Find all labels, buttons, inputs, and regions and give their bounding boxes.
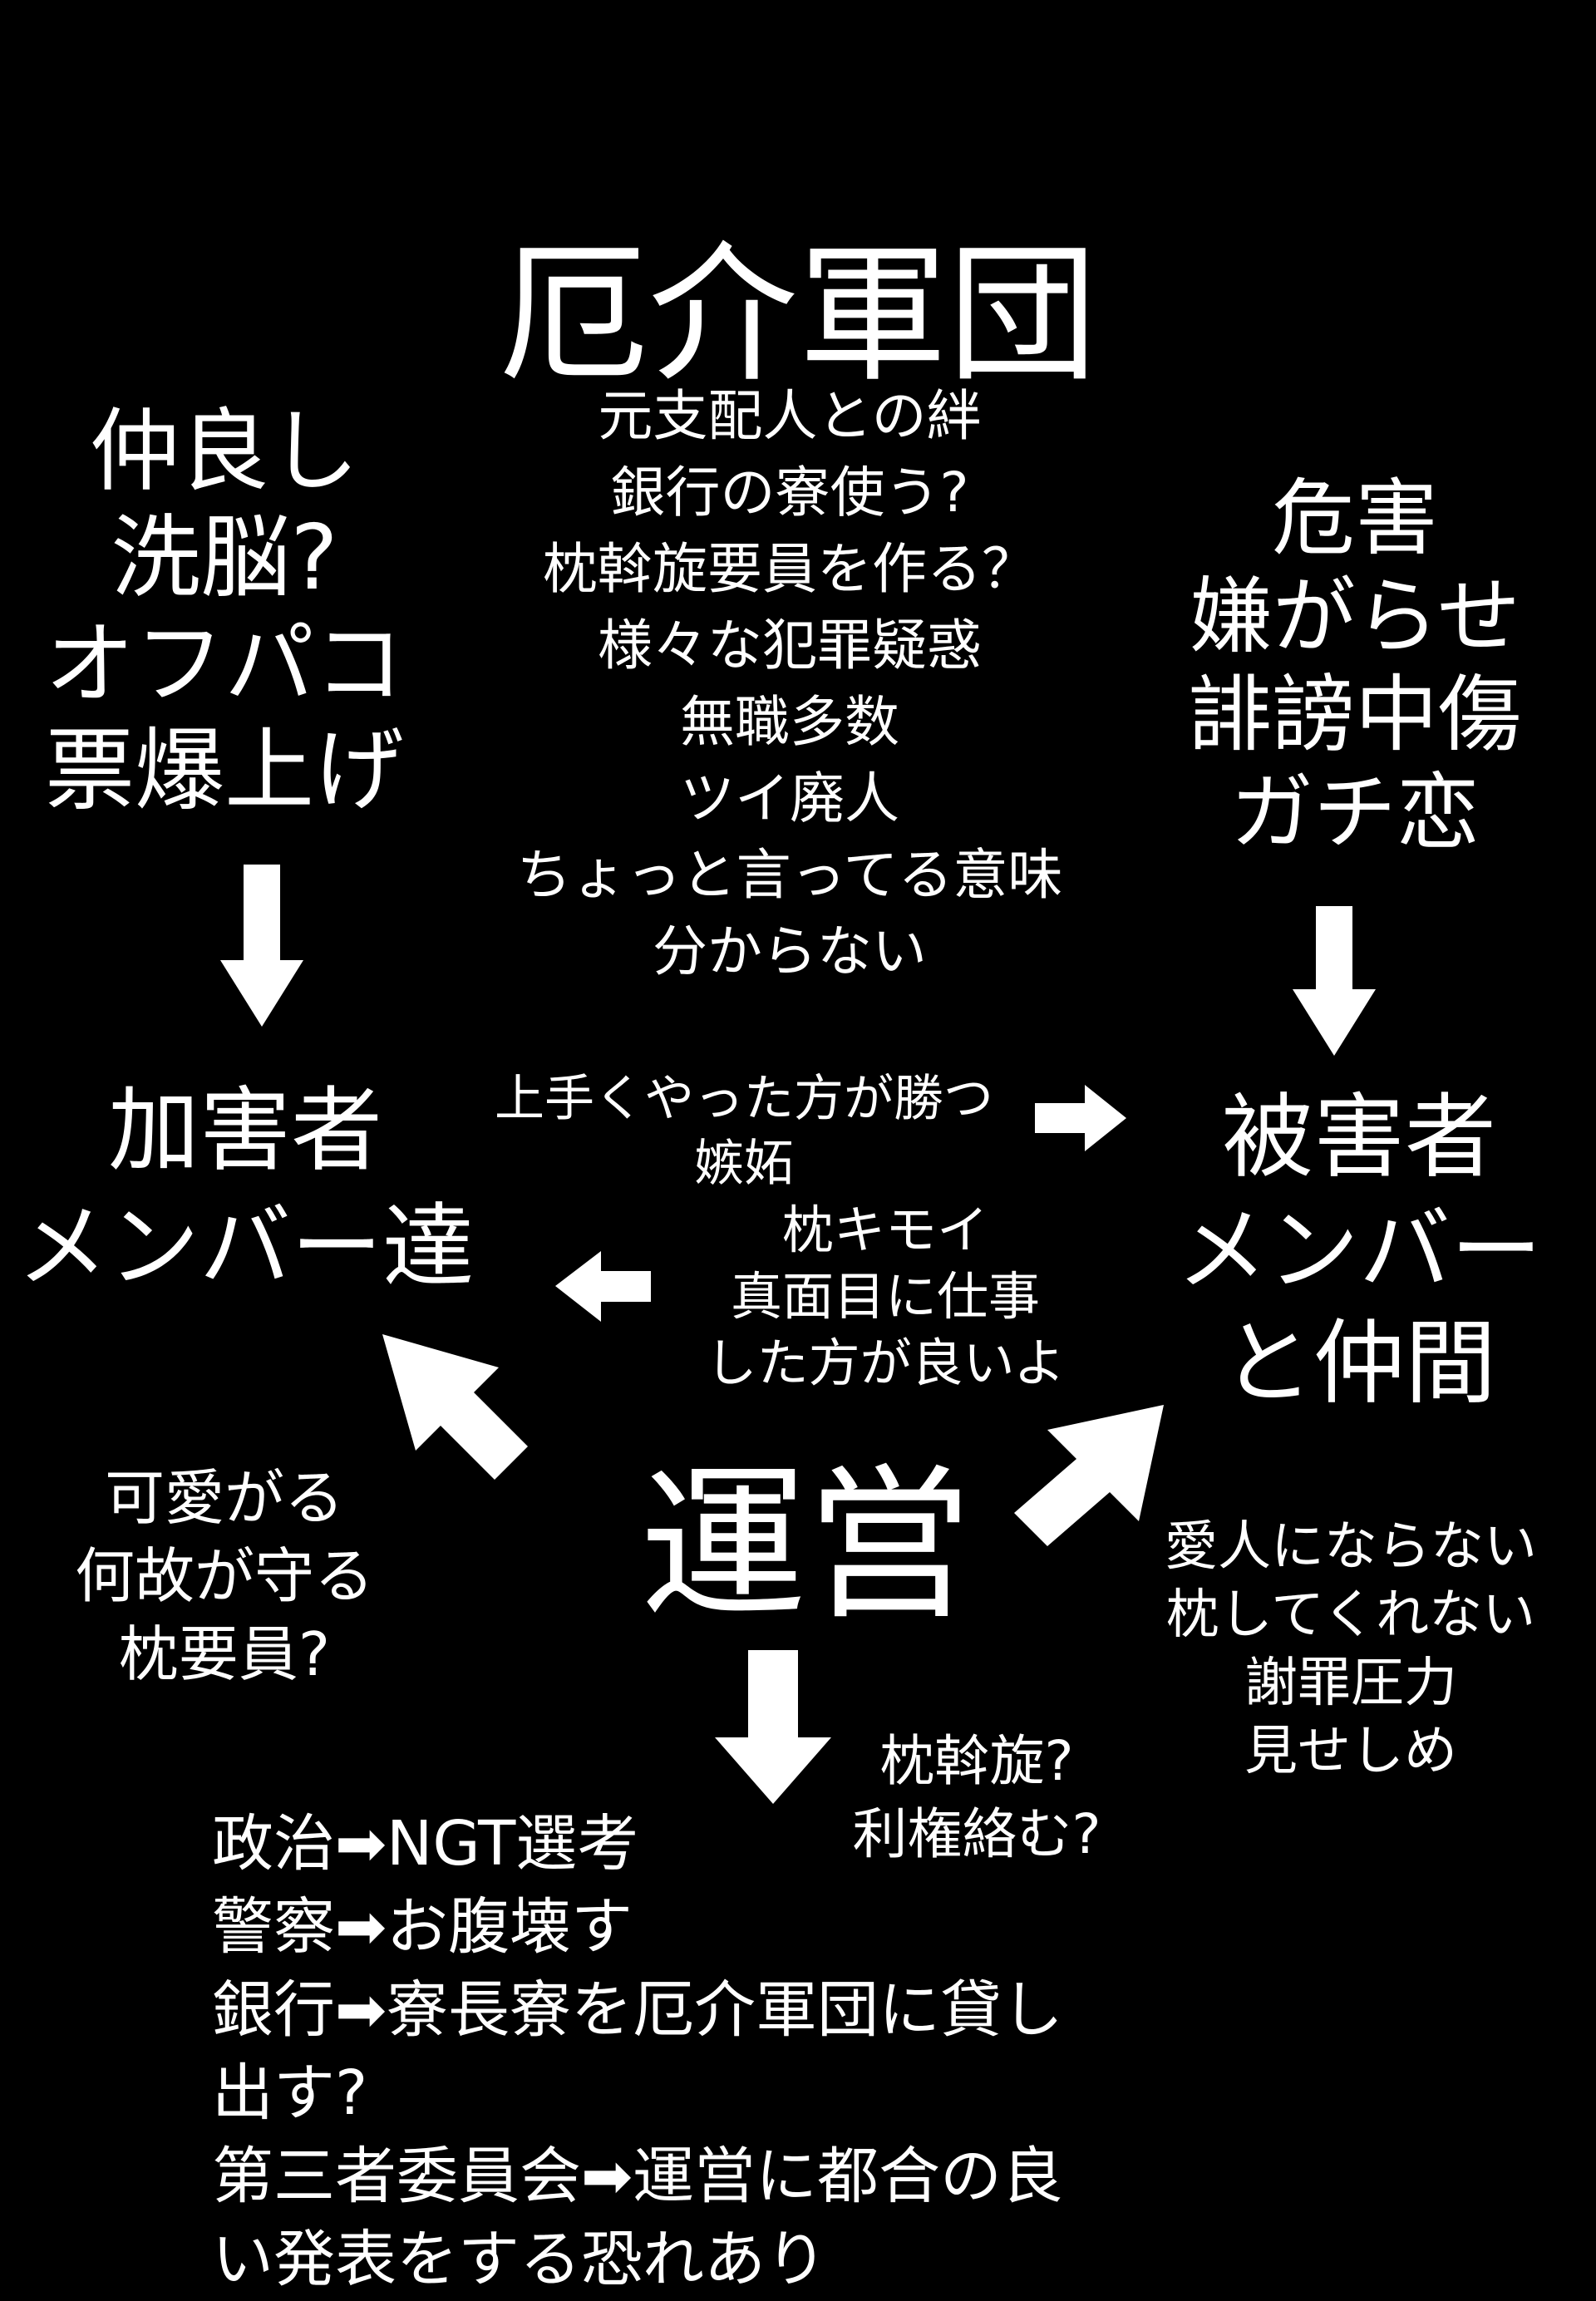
bottom-note: い発表をする恐れあり xyxy=(212,2224,827,2295)
down-arrow-right xyxy=(1293,906,1376,1056)
mgmt-down-note: 枕斡旋? xyxy=(879,1729,1074,1793)
perpetrators-label: 加害者 メンバー達 xyxy=(0,1072,490,1305)
victims-label: 被害者 メンバー と仲間 xyxy=(1164,1081,1554,1420)
perpetrators-line: 加害者 xyxy=(108,1077,382,1184)
right-note: 危害 xyxy=(1272,470,1438,567)
mgmt-right-note: 枕してくれない xyxy=(1165,1584,1536,1646)
up-left-arrow-mgmt xyxy=(382,1334,528,1480)
left-note: 仲良し xyxy=(89,400,359,504)
mgmt-left-note: 何故が守る xyxy=(74,1541,374,1611)
victims-line: と仲間 xyxy=(1222,1310,1496,1417)
right-note: 嫌がらせ xyxy=(1190,568,1520,665)
yakkai-note: 枕斡旋要員を作る？ xyxy=(543,537,1037,601)
mgmt-left-note: 可愛がる xyxy=(104,1463,344,1533)
right-note: 誹謗中傷 xyxy=(1189,666,1521,763)
bottom-note: 銀行➡寮長寮を厄介軍団に貸し xyxy=(212,1974,1064,2046)
diagram-title: 厄介軍団 xyxy=(498,229,1097,402)
management-label: 運営 xyxy=(639,1449,973,1643)
bottom-notes: 政治➡NGT選考 警察➡お腹壊す 銀行➡寮長寮を厄介軍団に貸し 出す? 第三者委… xyxy=(212,1802,1209,2301)
mgmt-down-notes: 枕斡旋? 利権絡む? xyxy=(819,1725,1135,1871)
yakkai-notes: 元支配人との絆 銀行の寮使う? 枕斡旋要員を作る？ 様々な犯罪疑惑 無職多数 ツ… xyxy=(416,378,1164,990)
mgmt-left-notes: 可愛がる 何故が守る 枕要員? xyxy=(25,1459,424,1693)
mgmt-down-note: 利権絡む? xyxy=(852,1802,1101,1866)
mgmt-right-note: 謝罪圧力 xyxy=(1244,1653,1457,1714)
bottom-note: 第三者委員会➡運営に都合の良 xyxy=(212,2141,1064,2212)
victim-to-perp-note: 枕キモイ xyxy=(781,1200,988,1260)
yakkai-note: ちょっと言ってる意味 xyxy=(516,843,1063,907)
yakkai-note: 様々な犯罪疑惑 xyxy=(598,613,982,677)
yakkai-note: 無職多数 xyxy=(680,690,899,754)
down-arrow-mgmt xyxy=(715,1650,831,1804)
mgmt-right-note: 愛人にならない xyxy=(1165,1516,1537,1578)
left-arrow-victims xyxy=(555,1251,651,1322)
victims-line: メンバー xyxy=(1176,1197,1542,1303)
envy-note: 上手くやった方が勝つ xyxy=(495,1070,993,1128)
left-notes: 仲良し 洗脳? オフパコ 票爆上げ xyxy=(17,399,432,825)
victim-to-perp-note: 真面目に仕事 xyxy=(730,1266,1040,1327)
envy-note: 嫉妬 xyxy=(694,1135,794,1193)
victims-line: 被害者 xyxy=(1222,1084,1496,1190)
left-note: 洗脳? xyxy=(111,506,338,610)
left-note: オフパコ xyxy=(44,613,404,717)
yakkai-note: 銀行の寮使う? xyxy=(610,461,969,525)
yakkai-note: 元支配人との絆 xyxy=(598,384,982,448)
perpetrators-line: メンバー達 xyxy=(17,1194,474,1300)
left-note: 票爆上げ xyxy=(44,719,404,823)
mgmt-right-note: 見せしめ xyxy=(1244,1721,1457,1782)
victim-to-perp-note: した方が良いよ xyxy=(705,1333,1066,1393)
right-notes: 危害 嫌がらせ 誹謗中傷 ガチ恋 xyxy=(1164,470,1546,862)
bottom-note: 出す? xyxy=(212,2057,368,2129)
right-arrow-envy xyxy=(1035,1085,1126,1151)
bottom-note: 警察➡お腹壊す xyxy=(212,1891,633,1963)
victim-to-perp-notes: 枕キモイ 真面目に仕事 した方が良いよ xyxy=(665,1197,1106,1397)
yakkai-note: 分からない xyxy=(653,919,927,983)
yakkai-note: ツイ廃人 xyxy=(680,766,899,830)
mgmt-left-note: 枕要員? xyxy=(118,1619,331,1689)
up-right-arrow-mgmt xyxy=(1014,1405,1164,1546)
bottom-note: 政治➡NGT選考 xyxy=(212,1808,639,1880)
right-note: ガチ恋 xyxy=(1230,764,1480,861)
down-arrow-left xyxy=(220,865,303,1027)
mgmt-right-notes: 愛人にならない 枕してくれない 謝罪圧力 見せしめ xyxy=(1135,1513,1567,1786)
envy-notes: 上手くやった方が勝つ 嫉妬 xyxy=(482,1067,1006,1196)
